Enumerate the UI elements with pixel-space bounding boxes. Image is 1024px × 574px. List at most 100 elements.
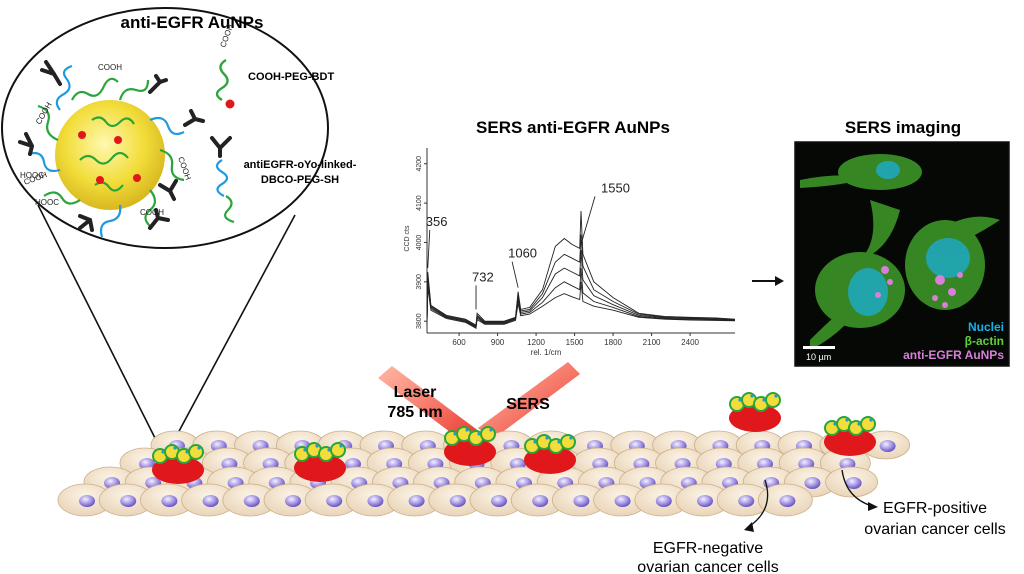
- egfr-positive-cell: [294, 454, 346, 482]
- peg-chain-icon: [215, 58, 229, 102]
- cell-nuclei: [848, 161, 970, 316]
- peak-arrow: [580, 196, 596, 245]
- nanoparticle-ligands: [27, 64, 185, 238]
- nanoparticle-red-dots: [78, 131, 141, 184]
- bound-aunp-dot: [303, 448, 307, 452]
- bound-aunp: [560, 434, 576, 450]
- x-tick-label: 1500: [566, 338, 584, 347]
- positive-label-1: EGFR-positive: [883, 500, 987, 517]
- peak-label: 1060: [508, 246, 537, 261]
- cell-nucleus: [79, 495, 95, 507]
- x-tick-label: 1200: [527, 338, 545, 347]
- legend-aunps: anti-EGFR AuNPs: [903, 348, 1004, 362]
- legend-nuclei: Nuclei: [968, 320, 1004, 334]
- bound-aunp-dot: [489, 428, 493, 432]
- x-tick-label: 2100: [643, 338, 661, 347]
- zoom-line-right: [169, 214, 296, 449]
- cell-nucleus: [326, 495, 343, 507]
- cell-nucleus: [573, 495, 590, 507]
- bound-aunp-dot: [315, 444, 319, 448]
- x-tick-label: 1800: [604, 338, 622, 347]
- aunp-signal: [875, 266, 963, 308]
- positive-arrow: [841, 469, 873, 507]
- negative-label-2: ovarian cancer cells: [637, 559, 778, 574]
- cell-nucleus: [285, 495, 301, 507]
- imaging-title: SERS imaging: [845, 118, 961, 137]
- laser-label-1: Laser: [394, 384, 437, 401]
- bound-aunp-dot: [774, 394, 778, 398]
- cell-nucleus: [120, 495, 137, 507]
- bound-aunp: [860, 416, 876, 432]
- y-axis-label: CCD cts: [404, 225, 411, 252]
- zoom-circle: [1, 7, 329, 249]
- egfr-positive-cell: [524, 446, 576, 474]
- bound-aunp-dot: [545, 436, 549, 440]
- legend-antiegfr-label-2: DBCO-PEG-SH: [261, 174, 339, 186]
- bound-aunp-dot: [161, 450, 165, 454]
- bdt-dot-icon: [225, 99, 235, 109]
- x-tick-label: 600: [452, 338, 466, 347]
- egfr-positive-cell: [729, 404, 781, 432]
- bound-aunp-dot: [453, 432, 457, 436]
- bound-aunp-dot: [533, 440, 537, 444]
- x-axis-label: rel. 1/cm: [531, 348, 562, 357]
- antibody-icons: [18, 60, 205, 232]
- y-tick-label: 4100: [416, 195, 423, 211]
- antibody-legend-icon: [210, 136, 232, 158]
- peak-label: 1550: [601, 180, 630, 195]
- chart-title: SERS anti-EGFR AuNPs: [476, 118, 670, 137]
- sers-chart: SERS anti-EGFR AuNPs 600 900 1200 1500 1800 2…: [404, 118, 736, 357]
- bound-aunp-dot: [869, 418, 873, 422]
- tag-hooc-2: HOOC: [35, 198, 59, 207]
- x-tick-label: 2400: [681, 338, 699, 347]
- sers-imaging: SERS imaging 10 µm Nuclei β-actin anti-E…: [794, 118, 1010, 367]
- bound-aunp: [480, 426, 496, 442]
- cell-nucleus: [614, 495, 631, 507]
- negative-cells-annotation: EGFR-negative ovarian cancer cells: [637, 479, 779, 574]
- laser-label-2: 785 nm: [387, 404, 442, 421]
- tag-cooh-5: COOH: [140, 208, 164, 217]
- positive-label-2: ovarian cancer cells: [864, 521, 1005, 538]
- bound-aunp-dot: [339, 444, 343, 448]
- bound-aunp: [765, 392, 781, 408]
- peg-sh-chain-icon: [224, 195, 235, 224]
- bound-aunp-dot: [327, 448, 331, 452]
- y-tick-label: 4000: [416, 235, 423, 251]
- gold-nanoparticle: [55, 100, 165, 210]
- egfr-positive-cell: [152, 456, 204, 484]
- legend-antiegfr-linker: antiEGFR-oYo-linked- DBCO-PEG-SH: [210, 136, 357, 224]
- x-tick-label: 900: [491, 338, 505, 347]
- bound-aunp-dot: [762, 398, 766, 402]
- bound-aunp-dot: [185, 450, 189, 454]
- egfr-positive-cell: [824, 428, 876, 456]
- cell-nucleus: [845, 477, 862, 489]
- bound-aunp-dot: [557, 440, 561, 444]
- scale-bar-label: 10 µm: [806, 352, 831, 362]
- y-tick-label: 3900: [416, 274, 423, 290]
- spectrum-line: [426, 234, 736, 327]
- arrow-to-imaging: [752, 276, 784, 286]
- cell-nucleus: [491, 495, 507, 507]
- spectrum-line: [426, 268, 736, 329]
- peak-label: 732: [472, 269, 494, 284]
- spectrum-line: [426, 250, 736, 328]
- peak-arrow: [427, 229, 431, 269]
- sers-label: SERS: [506, 396, 550, 413]
- legend-actin: β-actin: [965, 334, 1004, 348]
- tag-hooc-1: HOOC: [20, 171, 44, 180]
- spectrum-line: [426, 281, 736, 330]
- bound-aunp: [188, 444, 204, 460]
- egfr-positive-cell: [444, 438, 496, 466]
- zoom-line-left: [37, 204, 161, 449]
- cell-nucleus: [408, 495, 425, 507]
- cell-nucleus: [243, 495, 260, 507]
- laser-beam: [378, 362, 580, 444]
- cell-nucleus: [697, 495, 713, 507]
- zoom-title: anti-EGFR AuNPs: [121, 13, 264, 32]
- bound-aunp-dot: [750, 394, 754, 398]
- tag-cooh-1: COOH: [98, 63, 122, 72]
- cell-layer: [57, 392, 910, 517]
- cell-nucleus: [655, 495, 672, 507]
- linker-chain-icon: [215, 159, 229, 197]
